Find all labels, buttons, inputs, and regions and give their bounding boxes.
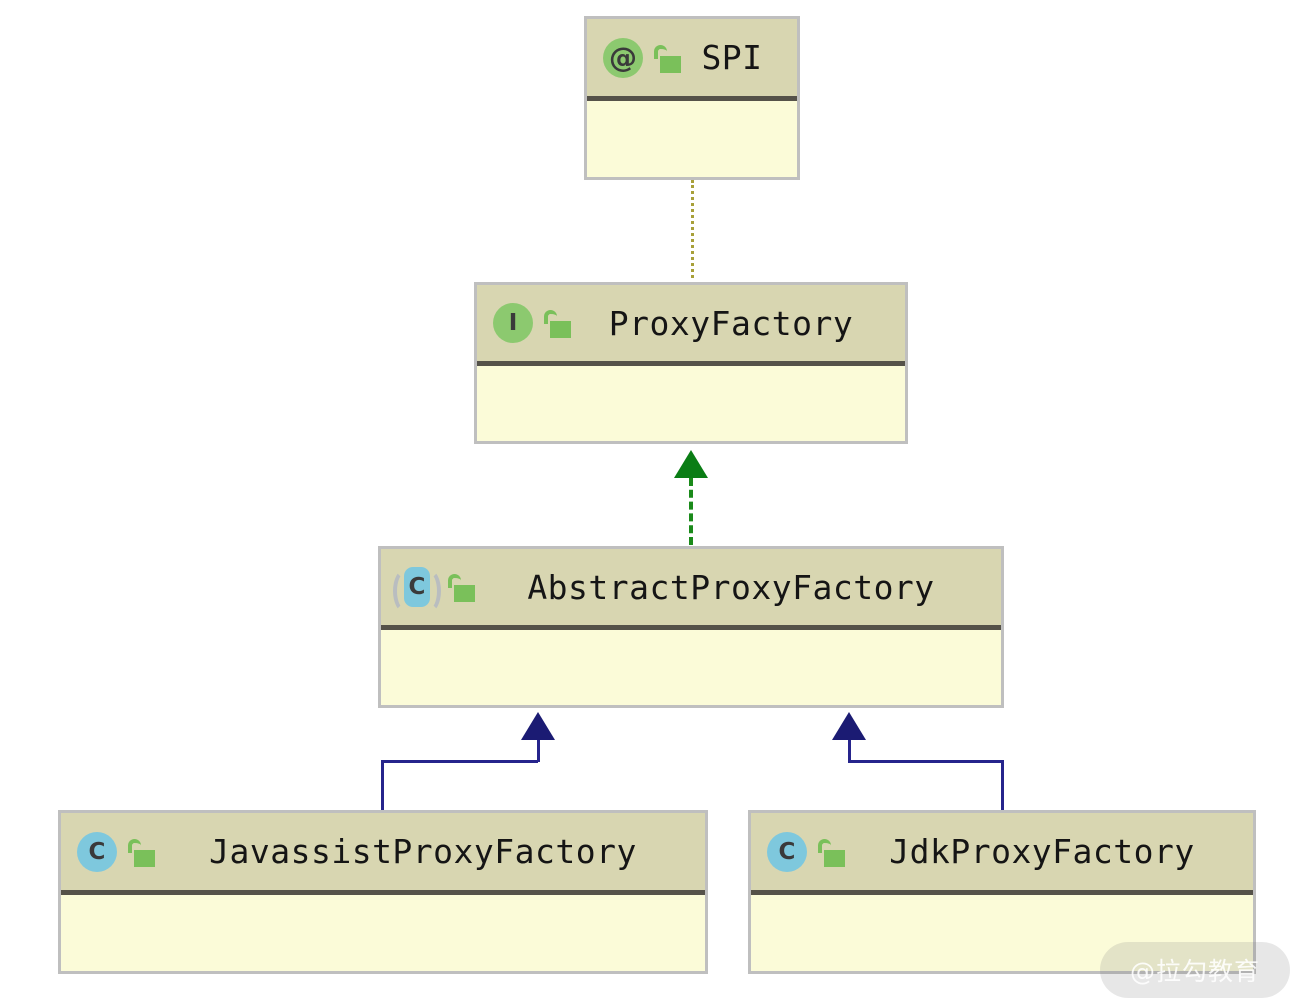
watermark-text: @拉勾教育 bbox=[1129, 957, 1260, 986]
uml-node-abstract-proxy-factory-members bbox=[381, 630, 1001, 705]
uml-node-proxy-factory[interactable]: I ProxyFactory bbox=[474, 282, 908, 444]
unlock-icon bbox=[817, 837, 845, 867]
connector-javassist-horizontal bbox=[381, 760, 538, 763]
class-badge-icon: C bbox=[77, 831, 117, 872]
connector-javassist-riser bbox=[381, 760, 384, 812]
connector-jdk-riser bbox=[1001, 760, 1004, 812]
uml-node-abstract-proxy-factory[interactable]: C AbstractProxyFactory bbox=[378, 546, 1004, 708]
abstract-class-badge-icon: C bbox=[393, 567, 441, 614]
unlock-icon bbox=[127, 837, 155, 867]
connector-jdk-to-arrow bbox=[848, 740, 851, 762]
connector-javassist-to-arrow bbox=[537, 740, 540, 762]
class-badge-icon: C bbox=[767, 831, 807, 872]
uml-node-jdk-proxy-factory-header: C JdkProxyFactory bbox=[751, 813, 1253, 896]
arrowhead-realization-proxyfactory bbox=[674, 450, 708, 478]
class-badge-glyph: C bbox=[767, 831, 807, 872]
interface-badge-icon: I bbox=[493, 303, 533, 344]
uml-node-proxy-factory-members bbox=[477, 366, 905, 441]
uml-node-javassist-proxy-factory-header: C JavassistProxyFactory bbox=[61, 813, 705, 896]
connector-abstract-realizes-proxyfactory bbox=[689, 478, 693, 545]
watermark: @拉勾教育 bbox=[1100, 942, 1290, 998]
connector-spi-to-proxyfactory bbox=[691, 180, 694, 278]
arrowhead-generalization-jdk bbox=[832, 712, 866, 740]
uml-node-jdk-proxy-factory-members bbox=[751, 895, 1253, 971]
uml-node-jdk-proxy-factory[interactable]: C JdkProxyFactory bbox=[748, 810, 1256, 974]
class-badge-glyph: C bbox=[77, 831, 117, 872]
uml-node-jdk-proxy-factory-title: JdkProxyFactory bbox=[889, 832, 1195, 872]
uml-node-spi-header: @ SPI bbox=[587, 19, 797, 102]
unlock-icon bbox=[653, 43, 681, 73]
annotation-badge-glyph: @ bbox=[603, 37, 643, 78]
uml-node-javassist-proxy-factory[interactable]: C JavassistProxyFactory bbox=[58, 810, 708, 974]
uml-node-abstract-proxy-factory-title: AbstractProxyFactory bbox=[527, 567, 935, 607]
uml-node-spi-members bbox=[587, 101, 797, 177]
arrowhead-generalization-javassist bbox=[521, 712, 555, 740]
unlock-icon bbox=[447, 572, 475, 603]
uml-node-javassist-proxy-factory-title: JavassistProxyFactory bbox=[209, 832, 637, 872]
uml-node-spi-title: SPI bbox=[701, 38, 763, 78]
unlock-icon bbox=[543, 308, 571, 339]
uml-node-proxy-factory-title: ProxyFactory bbox=[608, 303, 854, 343]
uml-node-abstract-proxy-factory-header: C AbstractProxyFactory bbox=[381, 549, 1001, 631]
interface-badge-glyph: I bbox=[493, 303, 533, 344]
uml-node-javassist-proxy-factory-members bbox=[61, 895, 705, 971]
annotation-badge-icon: @ bbox=[603, 37, 643, 78]
uml-node-spi[interactable]: @ SPI bbox=[584, 16, 800, 180]
connector-jdk-horizontal bbox=[848, 760, 1004, 763]
uml-node-proxy-factory-header: I ProxyFactory bbox=[477, 285, 905, 367]
